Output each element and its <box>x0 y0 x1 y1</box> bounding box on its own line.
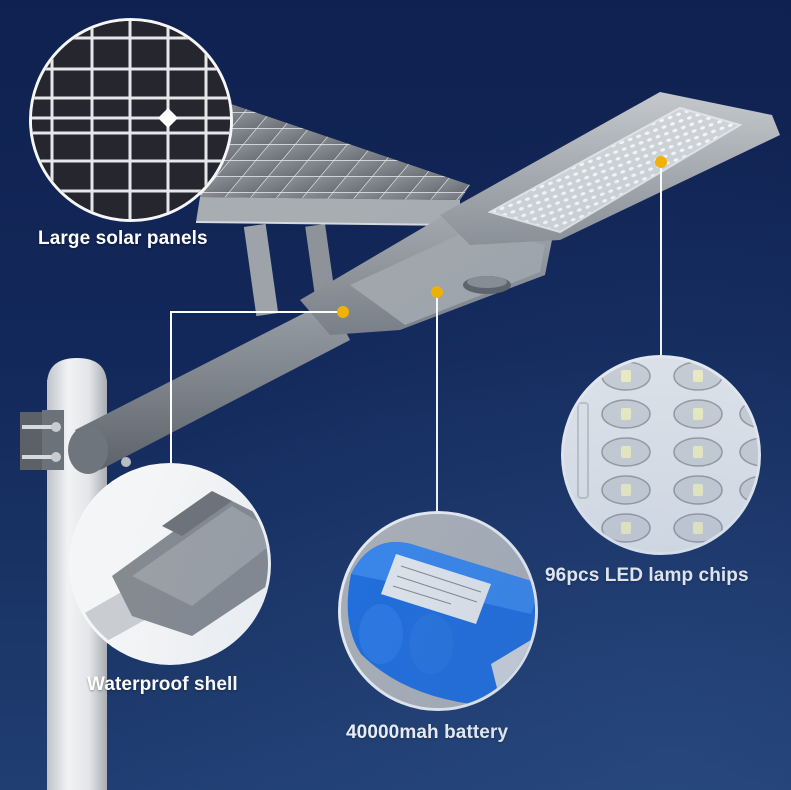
waterproof-shell-closeup <box>69 463 271 665</box>
callout-dot-shell <box>337 306 349 318</box>
lamp-head <box>440 92 780 245</box>
battery-pack-icon <box>341 514 535 708</box>
callout-label-battery: 40000mah battery <box>346 722 509 743</box>
solar-panel <box>195 102 470 317</box>
led-chips-closeup <box>561 355 761 555</box>
callout-label-shell: Waterproof shell <box>87 674 238 695</box>
callout-label-led: 96pcs LED lamp chips <box>545 565 749 586</box>
mounting-arm <box>20 300 350 474</box>
solar-panel-closeup <box>29 18 233 222</box>
housing-closeup-icon <box>72 466 268 662</box>
leader-line-shell <box>170 311 343 463</box>
callout-dot-led <box>655 156 667 168</box>
battery-closeup <box>338 511 538 711</box>
callout-label-solar: Large solar panels <box>38 228 208 249</box>
led-lens-array-icon <box>564 358 758 552</box>
callout-dot-battery <box>431 286 443 298</box>
solar-cell-grid-icon <box>32 21 230 219</box>
